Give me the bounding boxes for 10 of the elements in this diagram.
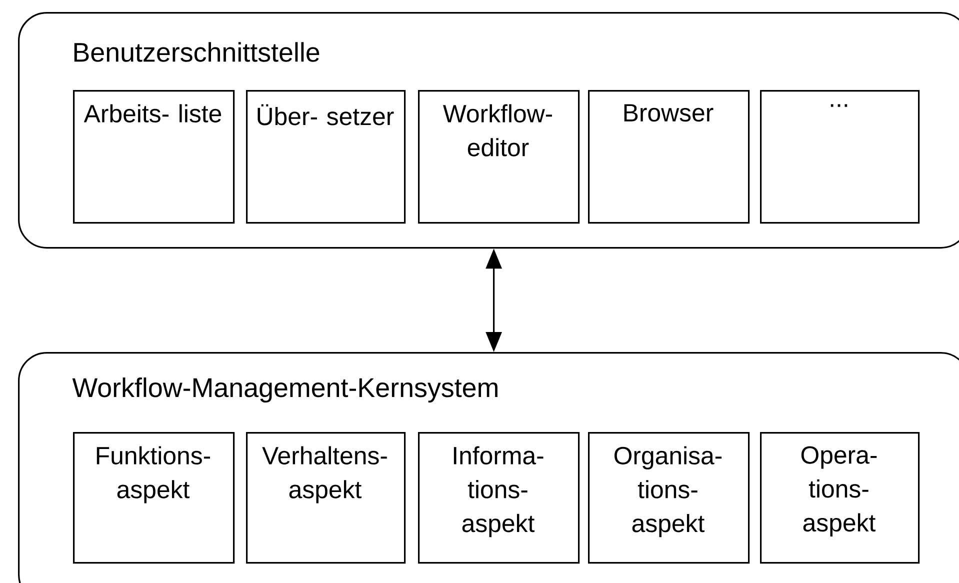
component-box: Funktions- aspekt bbox=[73, 432, 235, 564]
component-box: Informa- tions- aspekt bbox=[418, 432, 580, 564]
component-box: Arbeits- liste bbox=[73, 90, 235, 224]
component-box: Workflow- editor bbox=[418, 90, 580, 224]
component-box: Verhaltens- aspekt bbox=[246, 432, 406, 564]
component-box: ... bbox=[760, 90, 920, 224]
component-box: Organisa- tions- aspekt bbox=[588, 432, 750, 564]
component-box: Browser bbox=[588, 90, 750, 224]
component-box: Über- setzer bbox=[246, 90, 406, 224]
component-box: Opera- tions- aspekt bbox=[760, 432, 920, 564]
